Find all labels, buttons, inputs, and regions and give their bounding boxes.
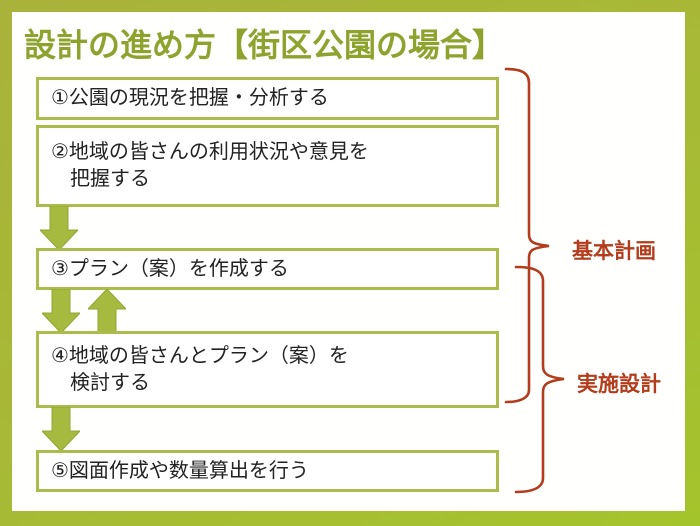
step-box-2: ②地域の皆さんの利用状況や意見を 把握する [36, 125, 499, 207]
down-arrow-icon [40, 206, 78, 250]
step-text: 検討する [70, 371, 150, 394]
step-box-3: ③プラン（案）を作成する [36, 248, 499, 290]
step-box-5: ⑤図面作成や数量算出を行う [36, 450, 499, 492]
down-arrow-icon [42, 289, 80, 333]
phase-label-implementation-design: 実施設計 [577, 373, 661, 396]
step-box-4: ④地域の皆さんとプラン（案）を 検討する [36, 331, 499, 408]
step-text: ⑤図面作成や数量算出を行う [51, 459, 309, 482]
page-title: 設計の進め方【街区公園の場合】 [24, 27, 505, 63]
step-text: 把握する [70, 168, 150, 190]
step-text: ④地域の皆さんとプラン（案）を [51, 344, 349, 367]
phase-label-basic-plan: 基本計画 [572, 240, 656, 263]
step-box-1: ①公園の現況を把握・分析する [36, 77, 499, 120]
up-arrow-icon [88, 289, 126, 333]
step-text: ①公園の現況を把握・分析する [51, 87, 329, 109]
step-text: ②地域の皆さんの利用状況や意見を [51, 141, 369, 163]
down-arrow-icon [42, 407, 80, 451]
step-text: ③プラン（案）を作成する [51, 257, 289, 280]
